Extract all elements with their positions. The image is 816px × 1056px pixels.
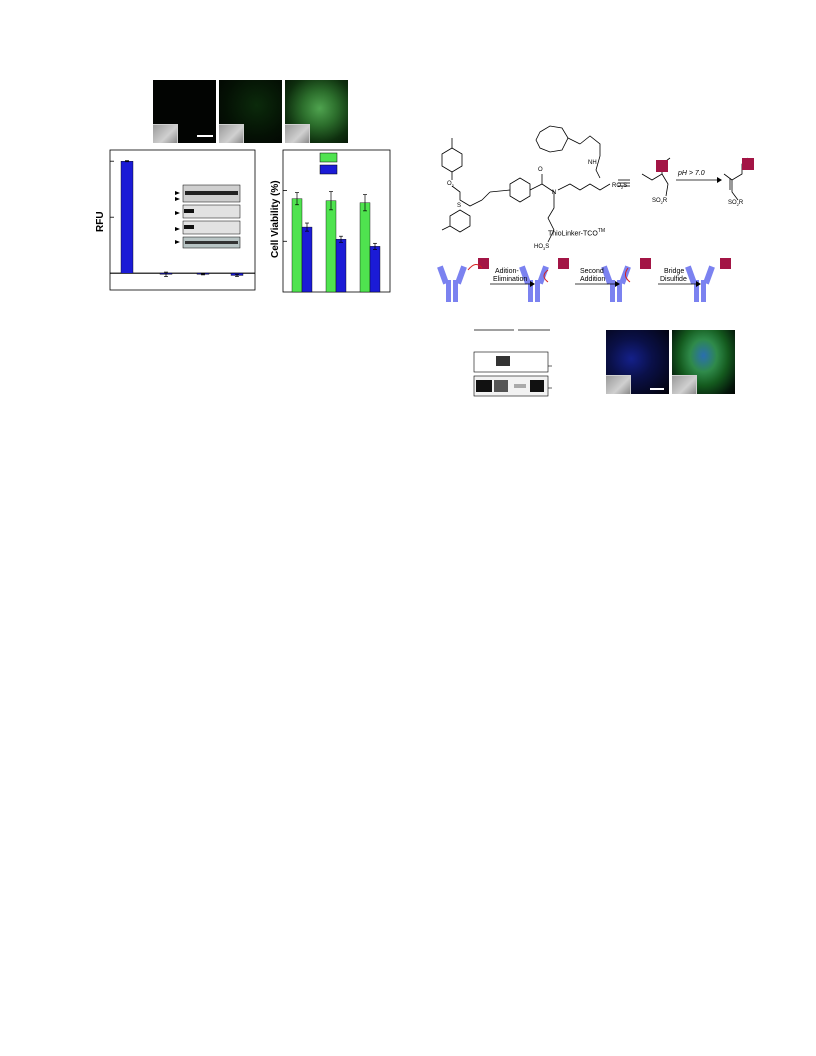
payload-square bbox=[656, 160, 668, 172]
bar bbox=[291, 198, 303, 293]
micrograph-panel-1 bbox=[153, 80, 216, 143]
band-marker-icon bbox=[175, 227, 180, 231]
bar bbox=[301, 226, 313, 293]
step1-label-1: Adition- bbox=[495, 268, 519, 275]
atom-so2: O2 bbox=[447, 181, 454, 189]
curved-arrow-icon bbox=[624, 267, 631, 283]
micrograph-panel-3 bbox=[285, 80, 348, 143]
viability-axis-label: Cell Viability (%) bbox=[270, 180, 281, 258]
micrograph-panel-2 bbox=[219, 80, 282, 143]
atom-ro2s: RO2S bbox=[612, 183, 628, 191]
bar bbox=[359, 202, 371, 293]
bar bbox=[325, 200, 337, 293]
brightfield-inset-2 bbox=[219, 124, 244, 143]
brightfield-inset-1 bbox=[153, 124, 178, 143]
payload-square bbox=[640, 258, 651, 269]
bar bbox=[120, 161, 134, 274]
curved-arrow-icon bbox=[543, 269, 549, 283]
bar bbox=[335, 239, 347, 293]
brightfield-inset-4 bbox=[606, 375, 631, 394]
tolyl-ring-bottom bbox=[449, 209, 471, 233]
atom-nh: NH bbox=[588, 160, 597, 166]
arrow-head-icon bbox=[530, 281, 535, 287]
band-marker-icon bbox=[175, 197, 180, 201]
atom-hos: HO3S bbox=[534, 244, 550, 252]
viability-chart bbox=[282, 149, 391, 293]
payload-square bbox=[478, 258, 489, 269]
confocal-panel-1 bbox=[606, 330, 669, 394]
scale-bar bbox=[197, 135, 213, 137]
step2-label-2: Addition bbox=[580, 276, 606, 283]
tco-ring bbox=[535, 125, 569, 153]
plot-frame bbox=[109, 149, 256, 291]
atom-n: N bbox=[552, 190, 557, 196]
step1-label-2: Elimination bbox=[493, 276, 528, 283]
brightfield-inset-5 bbox=[672, 375, 697, 394]
band-marker-icon bbox=[175, 191, 180, 195]
gel-panel bbox=[473, 329, 552, 397]
arrow-head-icon bbox=[696, 281, 701, 287]
condition-label: pH > 7.0 bbox=[678, 170, 705, 177]
payload-square bbox=[742, 158, 754, 170]
atom-o: O bbox=[538, 167, 543, 173]
curved-arrow-icon bbox=[467, 264, 483, 271]
arrow-head-icon bbox=[615, 281, 620, 287]
atom-s: S bbox=[457, 203, 462, 209]
payload-square bbox=[720, 258, 731, 269]
atom-so2r: SO2R bbox=[652, 198, 668, 206]
step3-label-2: Disulfide bbox=[660, 276, 687, 283]
antibody-icon bbox=[685, 265, 715, 302]
brightfield-inset-3 bbox=[285, 124, 310, 143]
step3-label-1: Bridge bbox=[664, 268, 685, 275]
bar bbox=[369, 246, 381, 293]
western-blot-inset bbox=[175, 184, 241, 249]
benzoyl-ring bbox=[509, 177, 531, 203]
arrow-head-icon bbox=[717, 177, 722, 183]
antibody-icon bbox=[519, 265, 549, 302]
step2-label-1: Second bbox=[580, 268, 604, 275]
scale-bar bbox=[650, 388, 664, 390]
rfu-axis-label: RFU bbox=[95, 211, 106, 232]
atom-so2r-2: SO2R bbox=[728, 200, 744, 208]
legend-swatch-green bbox=[319, 152, 338, 163]
tolyl-ring-top bbox=[441, 147, 463, 173]
band-marker-icon bbox=[175, 211, 180, 215]
linker-label: ThioLinker-TCOTM bbox=[548, 228, 606, 238]
chemical-scheme bbox=[437, 125, 754, 302]
antibody-icon bbox=[437, 265, 467, 302]
band-marker-icon bbox=[175, 240, 180, 244]
rfu-chart bbox=[109, 149, 256, 291]
payload-square bbox=[558, 258, 569, 269]
confocal-panel-2 bbox=[672, 330, 735, 394]
legend-swatch-blue bbox=[319, 164, 338, 175]
